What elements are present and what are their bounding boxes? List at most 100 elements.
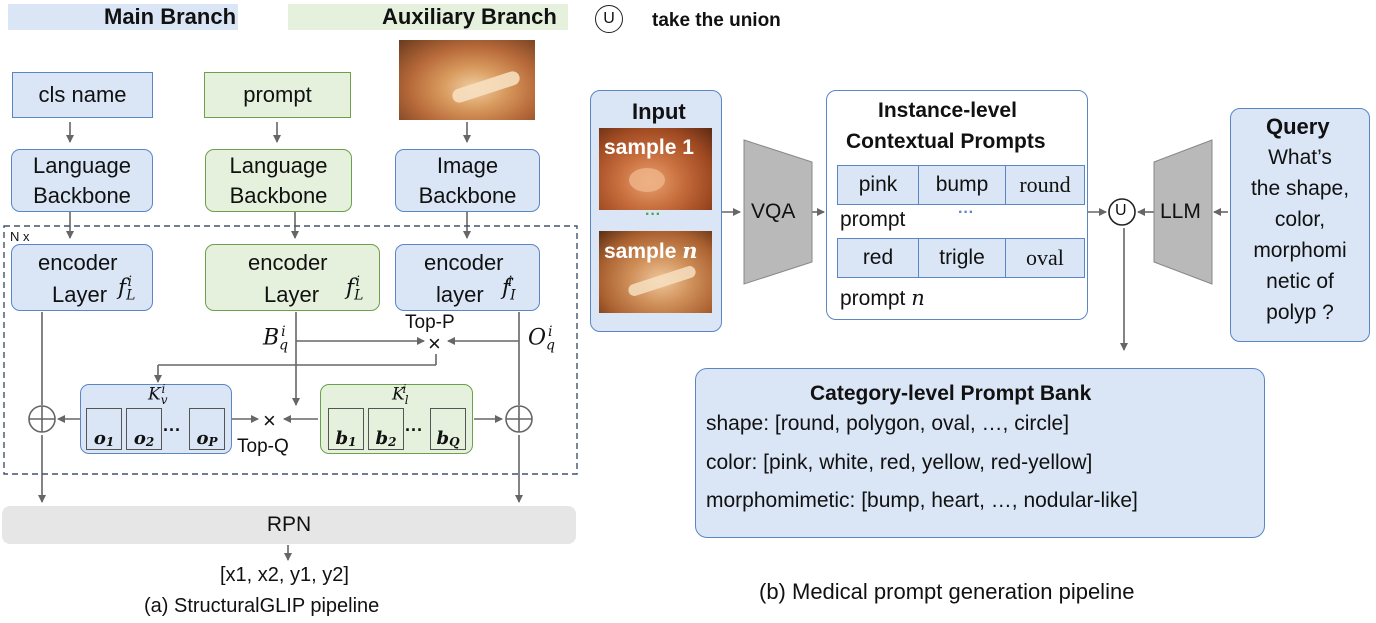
language-backbone-aux-line1: Language [229,152,328,178]
sample-n-label: sample n [604,238,698,264]
encoder-aux-line1: encoder [248,250,328,275]
cls-name-label: cls name [38,82,127,107]
input-image-thumbnail [399,40,535,120]
sample-1-label: sample 1 [604,136,694,159]
llm-label: LLM [1160,200,1201,223]
instance-title-line1: Instance-level [878,99,1017,122]
oq-sup: i [548,324,553,340]
input-title: Input [632,99,686,124]
encoder-main-sup: i [127,274,132,290]
encoder-main-symbol: fLi [118,274,140,304]
main-branch-swatch [8,4,238,30]
top-p-multiply: × [428,331,441,356]
oq-label: Oqi [528,324,560,354]
prompt-input: prompt [204,72,351,118]
prompt-label: prompt [243,82,312,107]
encoder-aux-sup: i [355,274,360,290]
prompt-n-label: prompt n [840,286,925,311]
caption-left: (a) StructuralGLIP pipeline [144,595,380,617]
caption-right: (b) Medical prompt generation pipeline [759,579,1135,604]
encoder-layer-aux [205,244,380,311]
object-token-1-sub: 1 [105,435,115,449]
encoder-aux-sub: L [354,287,364,304]
language-backbone-aux: Language Backbone [205,149,352,212]
bank-line-color: color: [pink, white, red, yellow, red-ye… [706,451,1093,474]
row2-cell-3: oval [1005,238,1085,278]
object-token-2-sym: o [133,428,146,449]
bq-sym: B [263,325,280,351]
top-q-multiply: × [263,408,276,433]
query-panel [1230,108,1370,342]
bank-line-shape: shape: [round, polygon, oval, …, circle] [706,412,1070,435]
prompt-n-var: n [911,286,925,310]
sample-vdots: ··· [645,206,661,223]
prompt-n-prefix: prompt [840,287,906,310]
encoder-main-sub: L [126,287,136,304]
instance-panel [826,90,1088,320]
kl-sym: K [392,384,405,405]
vqa-label: VQA [751,200,796,223]
top-q-label: Top-Q [237,436,289,457]
encoder-image-sub: I [510,287,516,304]
oq-sym: O [528,325,547,351]
n-times-label: N x [10,229,30,244]
kl-sup: i [402,382,407,396]
bank-line-morphomimetic: morphomimetic: [bump, heart, …, nodular-… [706,489,1138,512]
aux-branch-label: Auxiliary Branch [382,4,557,29]
encoder-aux-line2: Layer [264,282,320,307]
union-legend-symbol: U [603,10,615,27]
object-token-p-sub: P [208,435,218,449]
kv-label: Kvi [148,382,171,407]
prompt-bank-title: Category-level Prompt Bank [810,382,1092,405]
rpn-label: RPN [266,513,312,536]
image-backbone: Image Backbone [395,149,540,212]
object-token-2-sub: 2 [145,435,155,449]
object-token-dots: ··· [163,420,181,440]
encoder-image-sym: f [502,275,511,301]
box-token-q-sym: b [436,428,450,449]
box-token-dots: ··· [405,420,423,440]
box-token-q-sub: Q [449,435,460,449]
top-p-label: Top-P [405,312,455,333]
encoder-aux-symbol: fLi [346,274,368,304]
kl-sub: l [404,393,409,408]
sample-1-image [599,128,712,210]
query-line-3: color, [1274,208,1326,231]
box-token-2-sub: 2 [388,435,397,449]
cls-name-input: cls name [12,72,153,118]
row1-cell-3: round [1005,165,1085,205]
image-backbone-line2: Backbone [418,182,517,208]
bq-sup: i [281,324,286,340]
row1-cell-1: pink [837,165,919,205]
kv-sup: i [161,382,166,396]
box-token-2-sym: b [375,428,389,449]
aux-branch-swatch [288,4,568,30]
kl-label: Kli [392,382,412,407]
encoder-aux-sym: f [346,275,355,301]
main-branch-label: Main Branch [104,4,237,29]
encoder-main-line1: encoder [38,250,118,275]
query-line-2: the shape, [1250,177,1350,200]
sample-1-polyp [629,168,665,192]
encoder-image-sup: i [507,274,513,290]
encoder-image-line2: layer [436,282,484,307]
prompt-1-label: prompt [840,208,906,231]
row2-cell-2: trigle [918,238,1006,278]
prompt-hdots: ··· [958,204,974,221]
sample-n-highlight [626,264,698,298]
union-legend-text: take the union [652,10,781,31]
bq-label: Bqi [263,324,293,354]
instance-title-line2: Contextual Prompts [846,130,1046,153]
encoder-main-line2: Layer [52,282,108,307]
query-title: Query [1266,114,1330,139]
prompt-bank-panel [695,368,1265,538]
union-symbol: U [1115,202,1127,219]
encoder-image-line1: encoder [424,250,504,275]
sample-n-var: n [682,238,698,263]
kv-sub: v [160,393,168,408]
